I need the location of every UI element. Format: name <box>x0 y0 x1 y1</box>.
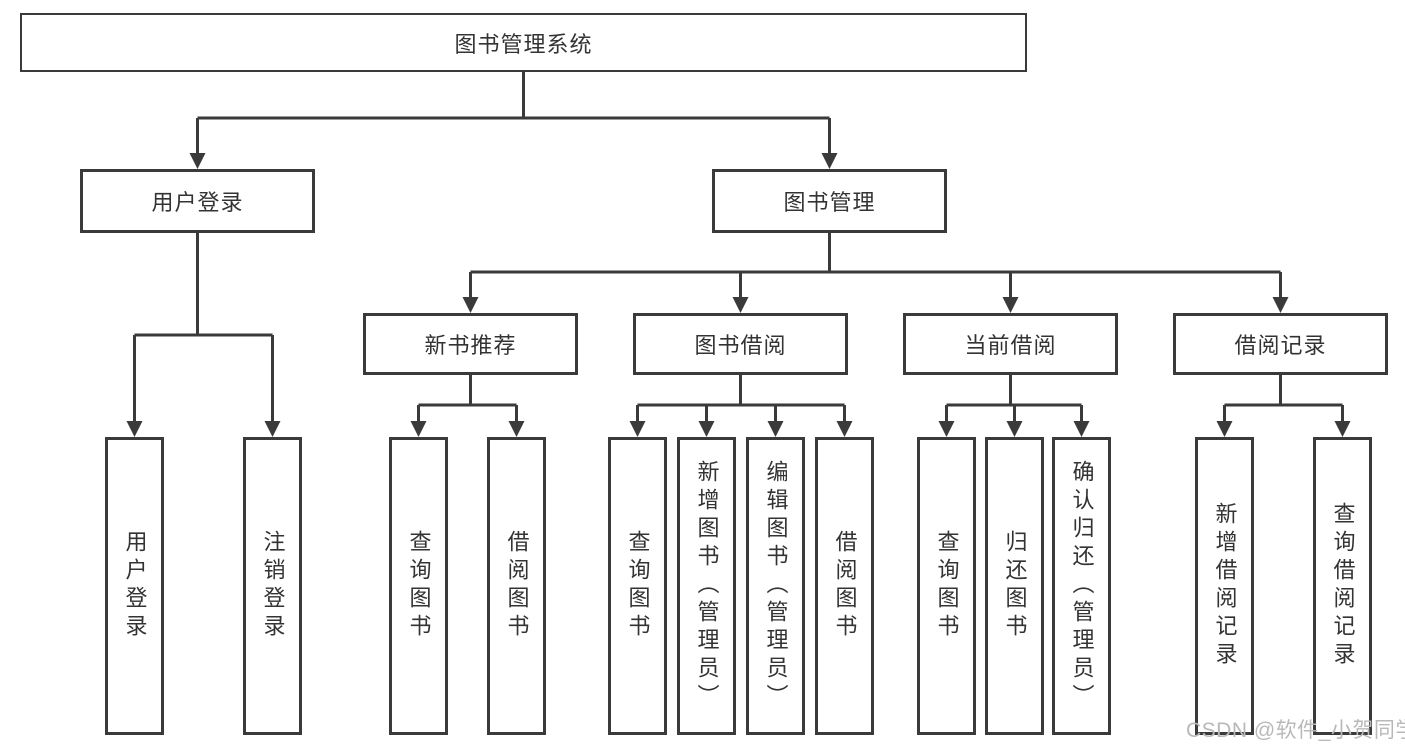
leaf-borrowing-borrow-book: 借阅图书 <box>815 437 874 735</box>
csdn-watermark: CSDN @软件_小贺同学 <box>1186 719 1405 742</box>
node-book-borrowing-label: 图书借阅 <box>694 333 787 358</box>
node-borrowing-records: 借阅记录 <box>1173 313 1388 375</box>
leaf-records-query: 查询借阅记录 <box>1313 437 1372 735</box>
node-new-book-recommend-label: 新书推荐 <box>424 333 517 358</box>
leaf-borrowing-add-book-admin-label: 新增图书（管理员） <box>694 460 720 712</box>
node-borrowing-records-label: 借阅记录 <box>1234 333 1327 358</box>
leaf-records-query-label: 查询借阅记录 <box>1330 502 1356 670</box>
node-current-borrowing-label: 当前借阅 <box>964 333 1057 358</box>
node-book-management: 图书管理 <box>712 169 947 233</box>
node-user-login: 用户登录 <box>80 169 315 233</box>
node-book-management-label: 图书管理 <box>783 190 876 215</box>
node-user-login-label: 用户登录 <box>151 190 244 215</box>
leaf-borrowing-query-book-label: 查询图书 <box>625 530 651 642</box>
leaf-borrowing-add-book-admin: 新增图书（管理员） <box>677 437 736 735</box>
leaf-borrowing-edit-book-admin-label: 编辑图书（管理员） <box>763 460 789 712</box>
leaf-borrowing-borrow-book-label: 借阅图书 <box>832 530 858 642</box>
leaf-user-login-label: 用户登录 <box>122 530 148 642</box>
leaf-recommend-borrow-book: 借阅图书 <box>487 437 546 735</box>
leaf-records-add-label: 新增借阅记录 <box>1212 502 1238 670</box>
leaf-current-return-book: 归还图书 <box>985 437 1044 735</box>
leaf-current-query-book: 查询图书 <box>917 437 976 735</box>
leaf-borrowing-query-book: 查询图书 <box>608 437 667 735</box>
node-new-book-recommend: 新书推荐 <box>363 313 578 375</box>
leaf-user-login: 用户登录 <box>105 437 164 735</box>
leaf-recommend-borrow-book-label: 借阅图书 <box>504 530 530 642</box>
leaf-logout: 注销登录 <box>243 437 302 735</box>
leaf-records-add: 新增借阅记录 <box>1195 437 1254 735</box>
leaf-current-confirm-return-admin: 确认归还（管理员） <box>1052 437 1111 735</box>
node-book-borrowing: 图书借阅 <box>633 313 848 375</box>
leaf-current-query-book-label: 查询图书 <box>934 530 960 642</box>
leaf-borrowing-edit-book-admin: 编辑图书（管理员） <box>746 437 805 735</box>
node-root: 图书管理系统 <box>20 13 1027 72</box>
node-current-borrowing: 当前借阅 <box>903 313 1118 375</box>
leaf-recommend-query-book-label: 查询图书 <box>406 530 432 642</box>
node-root-label: 图书管理系统 <box>454 31 593 57</box>
leaf-recommend-query-book: 查询图书 <box>389 437 448 735</box>
leaf-current-confirm-return-admin-label: 确认归还（管理员） <box>1069 460 1095 712</box>
leaf-logout-label: 注销登录 <box>260 530 286 642</box>
leaf-current-return-book-label: 归还图书 <box>1002 530 1028 642</box>
